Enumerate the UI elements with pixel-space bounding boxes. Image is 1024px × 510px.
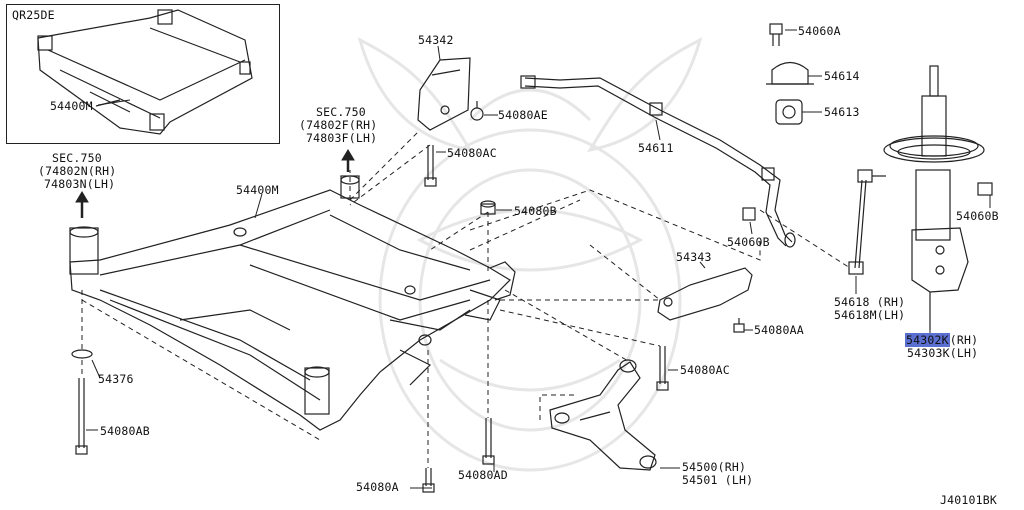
bolt-54080AA	[733, 318, 745, 333]
watermark-emblem	[357, 37, 703, 472]
label-54614: 54614	[824, 69, 860, 83]
label-54080AC-lower: 54080AC	[680, 363, 730, 377]
dashed-leader-lines	[81, 129, 851, 468]
label-54080AD: 54080AD	[458, 468, 508, 482]
label-54613: 54613	[824, 105, 860, 119]
bolt-54080AB	[75, 378, 88, 455]
label-54611: 54611	[638, 141, 674, 155]
clamp-54614	[766, 61, 814, 85]
label-54501-lh: 54501 (LH)	[682, 473, 754, 487]
sec750-a-rh: (74802N(RH)	[38, 164, 117, 178]
label-54080AB: 54080AB	[100, 424, 150, 438]
inset-engine-label: QR25DE	[12, 8, 55, 22]
sec750-b-title: SEC.750	[316, 105, 366, 119]
bolt-54060A	[769, 23, 783, 46]
label-54400M: 54400M	[236, 183, 279, 197]
label-54080AA: 54080AA	[754, 323, 804, 337]
stabilizer-bar-54611	[520, 75, 796, 248]
leader-lines	[86, 29, 991, 489]
label-54343: 54343	[676, 250, 712, 264]
bolt-54080AC-lower	[656, 346, 669, 391]
label-54618-rh: 54618 (RH)	[834, 295, 906, 309]
nut-54060B-right	[977, 182, 993, 196]
label-54376: 54376	[98, 372, 134, 386]
plate-54343	[657, 267, 753, 321]
label-54302K: 54302K(RH)	[905, 333, 979, 347]
label-54080B-mid: 54080B	[514, 204, 557, 218]
label-54060B-right: 54060B	[956, 209, 999, 223]
lower-arm-54500	[549, 359, 657, 471]
label-54618M-lh: 54618M(LH)	[834, 308, 906, 322]
label-54302K-suffix: (RH)	[949, 333, 979, 347]
washer-54376	[71, 349, 93, 359]
label-54080AC-upper: 54080AC	[447, 146, 497, 160]
label-54080AE: 54080AE	[498, 108, 548, 122]
arrows	[75, 149, 355, 218]
label-54060B-bar: 54060B	[727, 235, 770, 249]
sec750-b-lh: 74803F(LH)	[306, 131, 378, 145]
bushing-54613	[775, 99, 803, 125]
stabilizer-link-54618	[848, 169, 886, 275]
sec750-a-title: SEC.750	[52, 151, 102, 165]
label-54500-rh: 54500(RH)	[682, 460, 747, 474]
subframe-54400M	[69, 175, 516, 431]
label-54080A: 54080A	[356, 480, 399, 494]
inset-subframe-drawing	[37, 9, 253, 135]
strut-assembly-54302K	[883, 65, 985, 330]
bolt-54080AC-upper	[424, 145, 437, 187]
label-54342: 54342	[418, 33, 454, 47]
inset-box	[6, 4, 280, 144]
sec750-a-lh: 74803N(LH)	[44, 177, 116, 191]
nut-54060B-bar	[742, 207, 756, 221]
label-54302K-highlight: 54302K	[905, 333, 950, 347]
diagram-code: J40101BK	[940, 493, 997, 507]
bolt-54080AE	[470, 101, 484, 121]
bracket-54342	[417, 57, 471, 131]
label-54060A: 54060A	[798, 24, 841, 38]
label-54303K: 54303K(LH)	[907, 346, 979, 360]
bolt-54080AD	[482, 418, 495, 465]
inset-part-label: 54400M	[50, 99, 93, 113]
sec750-b-rh: (74802F(RH)	[299, 118, 378, 132]
